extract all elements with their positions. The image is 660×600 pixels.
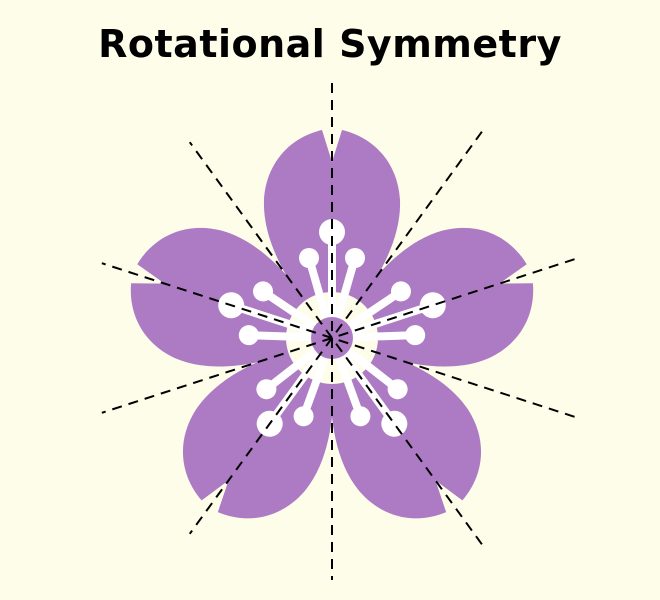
symmetry-axis (101, 262, 575, 418)
stamen-filament (334, 351, 365, 421)
stamen-anther (419, 292, 446, 319)
symmetry-axis (188, 141, 483, 545)
stamen-anther (293, 406, 314, 427)
stamen-anther (381, 410, 408, 437)
symmetry-axis (101, 258, 575, 414)
stamen-filament (262, 345, 322, 394)
stamen-filament (244, 331, 318, 342)
stamen-anther (256, 379, 277, 400)
stamen-filament (259, 287, 321, 332)
stamen-filament (299, 351, 330, 421)
stamen-anther (238, 325, 259, 346)
symmetry-axis (188, 131, 483, 535)
stamen-anther (390, 281, 411, 302)
stamen-filament (305, 254, 331, 325)
stamen-filament (346, 331, 420, 342)
stamen-anther (345, 248, 365, 268)
stamen-anther (387, 379, 408, 400)
stamen-filament (333, 254, 359, 325)
stamen-anther (319, 219, 345, 245)
stamen-filament (343, 287, 405, 332)
stamen-anther (350, 406, 371, 427)
page-title: Rotational Symmetry (98, 22, 562, 66)
stamen-filament (342, 345, 402, 394)
stamen-anther (405, 325, 426, 346)
stamen-anther (253, 281, 274, 302)
stamen-anther (299, 248, 319, 268)
symmetry-axes-group (101, 83, 575, 580)
